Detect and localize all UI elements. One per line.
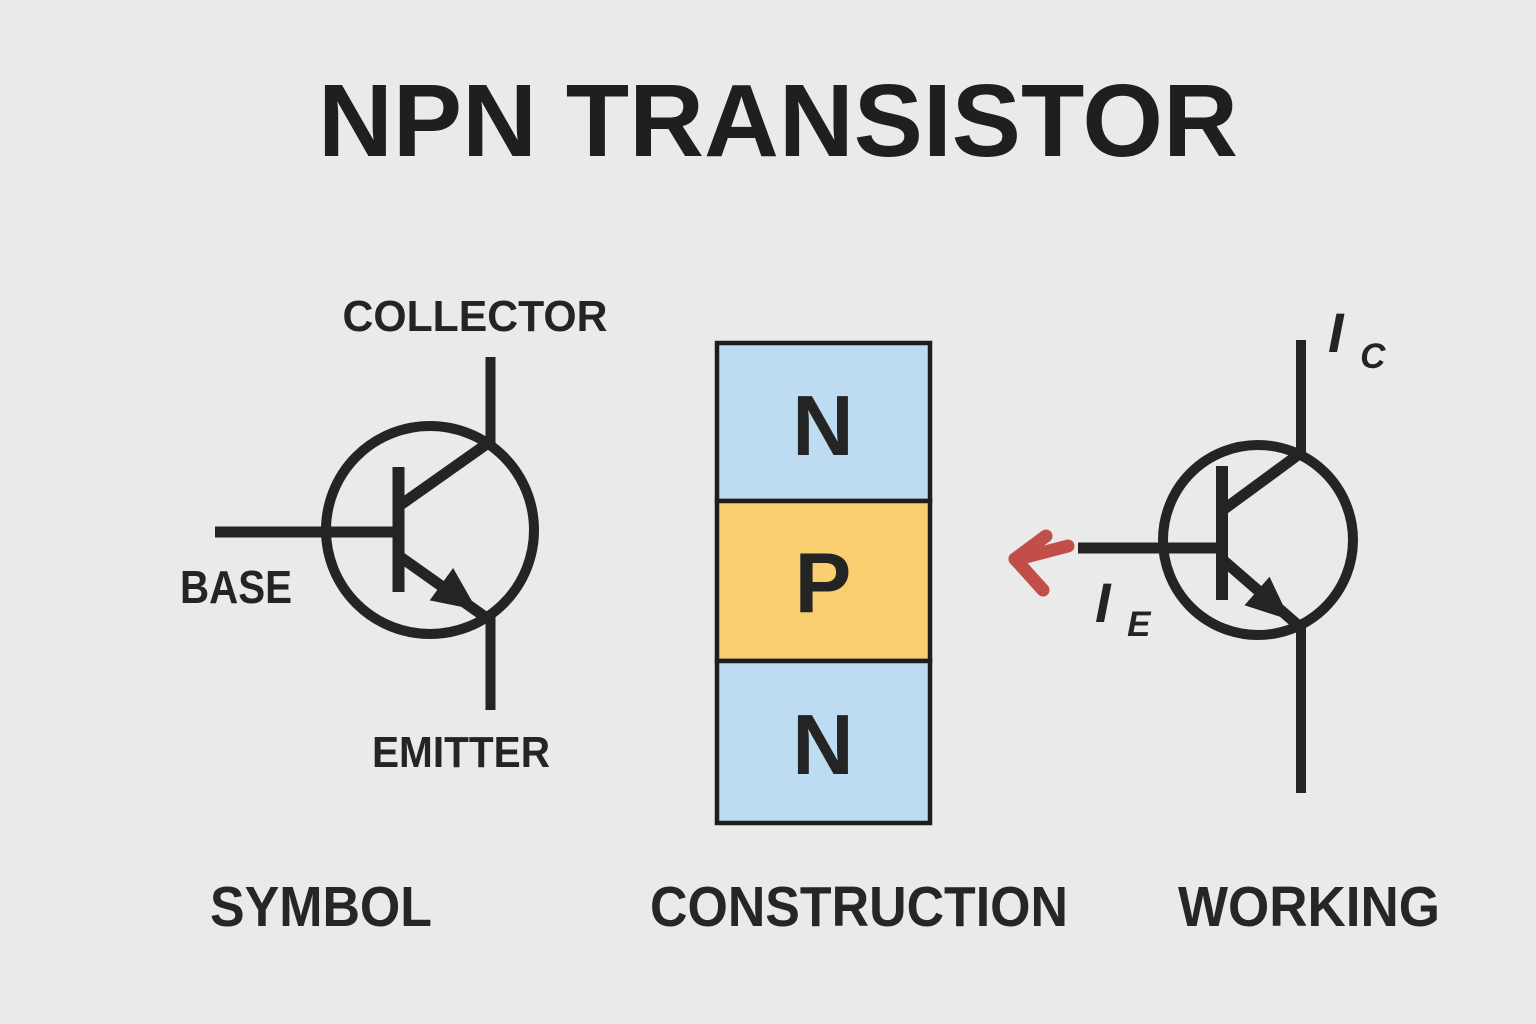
current-symbol: I xyxy=(1328,301,1345,364)
symbol-caption: SYMBOL xyxy=(210,875,432,939)
collector-diagonal xyxy=(395,436,495,511)
current-subscript: E xyxy=(1127,605,1152,644)
transistor-symbol xyxy=(215,357,539,710)
working-caption: WORKING xyxy=(1178,875,1440,939)
collector-terminal-label: COLLECTOR xyxy=(343,292,608,341)
current-symbol: I xyxy=(1095,571,1112,634)
construction-caption: CONSTRUCTION xyxy=(650,875,1068,939)
base-terminal-label: BASE xyxy=(180,561,292,613)
collector-diagonal xyxy=(1219,447,1306,515)
construction-panel: N P N CONSTRUCTION xyxy=(650,340,1068,939)
p-layer-label: P xyxy=(795,536,852,631)
transistor-body-circle xyxy=(1158,440,1358,640)
n-layer-top xyxy=(714,340,933,504)
symbol-panel: COLLECTOR BASE EMITTER SYMBOL xyxy=(180,292,608,939)
p-layer xyxy=(714,498,933,664)
arrow-barb-lower xyxy=(1008,552,1050,597)
working-panel: I C I E WORKING xyxy=(1008,301,1440,939)
collector-current-label: I C xyxy=(1328,301,1386,376)
emitter-terminal-label: EMITTER xyxy=(372,728,550,777)
current-subscript: C xyxy=(1360,337,1386,376)
n-layer-bottom-label: N xyxy=(792,698,853,793)
n-layer-bottom xyxy=(714,658,933,826)
page-title: NPN TRANSISTOR xyxy=(318,63,1238,178)
emitter-current-label: I E xyxy=(1095,571,1152,644)
transistor-symbol-working xyxy=(1078,340,1358,793)
emitter-current-arrow-icon xyxy=(1008,529,1075,597)
n-layer-top-label: N xyxy=(792,379,853,474)
emitter-arrowhead-icon xyxy=(429,568,477,610)
emitter-arrowhead-icon xyxy=(1244,576,1290,620)
npn-layer-stack: N P N xyxy=(714,340,933,826)
